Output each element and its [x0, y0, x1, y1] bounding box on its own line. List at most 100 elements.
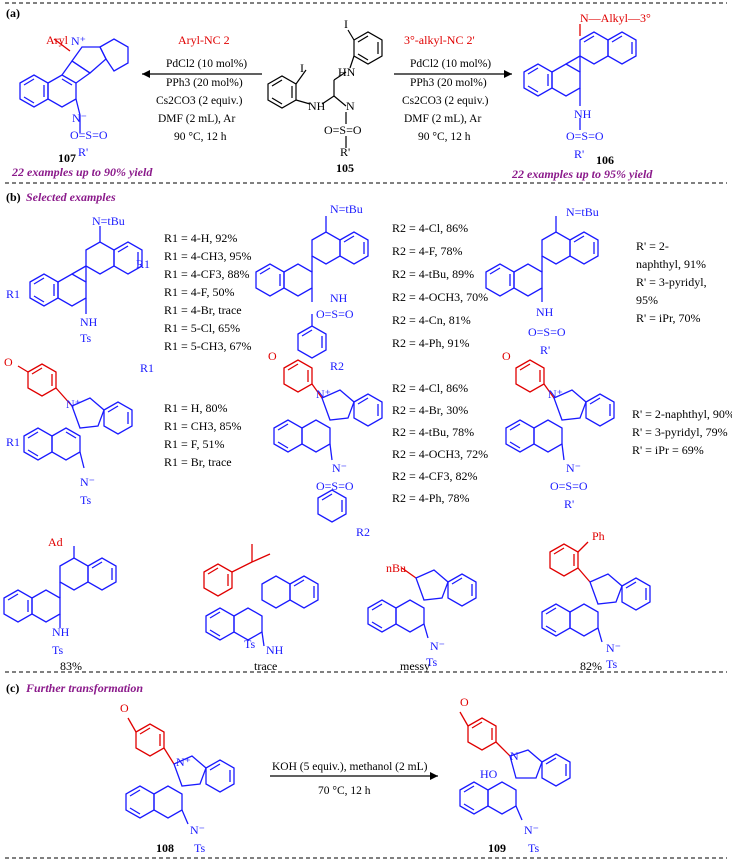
r1-b4-left: R1: [6, 435, 20, 449]
ts-b7: Ts: [52, 643, 63, 657]
r1-list-row1: R1 = 4-H, 92% R1 = 4-CH3, 95% R1 = 4-CF3…: [164, 231, 251, 353]
reagent-right-2: PPh3 (20 mol%): [410, 77, 487, 89]
yield-b10: 82%: [580, 659, 602, 673]
r1-item-6: R1 = 5-CH3, 67%: [164, 339, 251, 353]
yield-b7: 83%: [60, 659, 82, 673]
reagent-right-1: PdCl2 (10 mol%): [410, 58, 491, 70]
n-plus-b6: N⁺: [548, 387, 563, 401]
r2-b5: R2: [356, 525, 370, 539]
sulfonyl-b6: O=S=O: [550, 479, 588, 493]
r1b-item-1: R1 = CH3, 85%: [164, 419, 241, 433]
structure-b5: [273, 359, 383, 523]
nh-b7: NH: [52, 625, 70, 639]
methoxy-o-108: O: [120, 701, 129, 715]
compound-108-structure: [125, 717, 235, 825]
methoxy-o-b4: O: [4, 355, 13, 369]
r-prime-center: R': [340, 145, 350, 159]
n-plus-b5: N⁺: [316, 387, 331, 401]
structure-b2: [255, 216, 369, 359]
rp2-item-1: R' = 3-pyridyl, 79%: [632, 425, 728, 439]
product-107-structure: [19, 38, 129, 133]
n-minus-109: N⁻: [524, 823, 539, 837]
n-minus-label: N⁻: [72, 111, 87, 125]
left-arrowhead: [142, 70, 150, 78]
sulfonyl-center: O=S=O: [324, 123, 362, 137]
reagent-left-5: 90 °C, 12 h: [174, 131, 227, 143]
r2b-item-2: R2 = 4-tBu, 78%: [392, 425, 474, 439]
arrowhead-c: [430, 772, 438, 780]
r-prime-label: R': [78, 145, 88, 159]
ts-b4: Ts: [80, 493, 91, 507]
compound-109-structure: [459, 711, 571, 821]
right-yield-note: 22 examples up to 95% yield: [511, 167, 653, 181]
r1b-item-2: R1 = F, 51%: [164, 437, 224, 451]
r2-list-row2: R2 = 4-Cl, 86% R2 = 4-Br, 30% R2 = 4-tBu…: [392, 381, 488, 505]
rprime-b3: R': [540, 343, 550, 357]
nh-b3: NH: [536, 305, 554, 319]
rp1-item-2: R' = 3-pyridyl,: [636, 275, 707, 289]
rp2-item-0: R' = 2-naphthyl, 90%: [632, 407, 732, 421]
reagent-left-0: Aryl-NC 2: [178, 33, 230, 47]
n-plus-b4: N⁺: [66, 397, 81, 411]
r1-item-1: R1 = 4-CH3, 95%: [164, 249, 251, 263]
yield-b8: trace: [254, 659, 277, 673]
compound-105-id: 105: [336, 161, 354, 175]
rp1-item-0: R' = 2-: [636, 239, 669, 253]
reagent-right-5: 90 °C, 12 h: [418, 131, 471, 143]
nh-b2: NH: [330, 291, 348, 305]
reagent-left-3: Cs2CO3 (2 equiv.): [156, 95, 243, 107]
iodine-right: I: [344, 17, 348, 31]
n-minus-b9: N⁻: [430, 639, 445, 653]
rprime-list-row1: R' = 2- naphthyl, 91% R' = 3-pyridyl, 95…: [636, 239, 707, 325]
reagent-right-0: 3°-alkyl-NC 2': [404, 33, 475, 47]
section-c-label: (c): [6, 681, 19, 695]
ho-109: HO: [480, 767, 498, 781]
n-center: N: [346, 99, 355, 113]
r1-item-2: R1 = 4-CF3, 88%: [164, 267, 249, 281]
rprime-list-row2: R' = 2-naphthyl, 90% R' = 3-pyridyl, 79%…: [632, 407, 732, 457]
tbu-imine-b1: N=tBu: [92, 214, 125, 228]
compound-109-id: 109: [488, 841, 506, 855]
ts-b1: Ts: [80, 331, 91, 345]
r2-item-3: R2 = 4-OCH3, 70%: [392, 290, 488, 304]
r2b-item-3: R2 = 4-OCH3, 72%: [392, 447, 488, 461]
n-plus-108: N⁺: [176, 755, 191, 769]
reactant-105-structure: [267, 29, 383, 148]
compound-106-id: 106: [596, 153, 614, 167]
compound-107-id: 107: [58, 151, 76, 165]
product-106-structure: [523, 24, 637, 130]
r1-item-3: R1 = 4-F, 50%: [164, 285, 234, 299]
n-plus-label: N⁺: [71, 34, 86, 48]
r1-item-0: R1 = 4-H, 92%: [164, 231, 237, 245]
tertiary-alkyl-label: N—Alkyl—3°: [580, 11, 651, 25]
r1-b1-right: R1: [136, 257, 150, 271]
r2b-item-4: R2 = 4-CF3, 82%: [392, 469, 477, 483]
yield-b9: messy: [400, 659, 430, 673]
sulfonyl-b2: O=S=O: [316, 307, 354, 321]
aryl-group-label: Aryl: [46, 33, 69, 47]
n-minus-b10: N⁻: [606, 641, 621, 655]
r1b-item-0: R1 = H, 80%: [164, 401, 227, 415]
ts-b10: Ts: [606, 657, 617, 671]
r2-item-0: R2 = 4-Cl, 86%: [392, 221, 468, 235]
r-prime-106: R': [574, 147, 584, 161]
sulfonyl-106: O=S=O: [566, 129, 604, 143]
hn-right: HN: [338, 65, 356, 79]
left-yield-note: 22 examples up to 90% yield: [11, 165, 153, 179]
structure-b6: [505, 359, 615, 461]
r1-b1-left: R1: [6, 287, 20, 301]
methoxy-o-b5: O: [268, 349, 277, 363]
methoxy-o-b6: O: [502, 349, 511, 363]
right-reagent-list: 3°-alkyl-NC 2' PdCl2 (10 mol%) PPh3 (20 …: [402, 33, 491, 143]
sulfonyl-label: O=S=O: [70, 128, 108, 142]
r2b-item-0: R2 = 4-Cl, 86%: [392, 381, 468, 395]
r2-item-1: R2 = 4-F, 78%: [392, 244, 462, 258]
ts-109: Ts: [528, 841, 539, 855]
section-b-label: (b): [6, 190, 21, 204]
structure-b4: [17, 363, 133, 469]
iodine-left: I: [300, 61, 304, 75]
r2-b2: R2: [330, 359, 344, 373]
reagent-left-1: PdCl2 (10 mol%): [166, 58, 247, 70]
r2b-item-5: R2 = 4-Ph, 78%: [392, 491, 469, 505]
